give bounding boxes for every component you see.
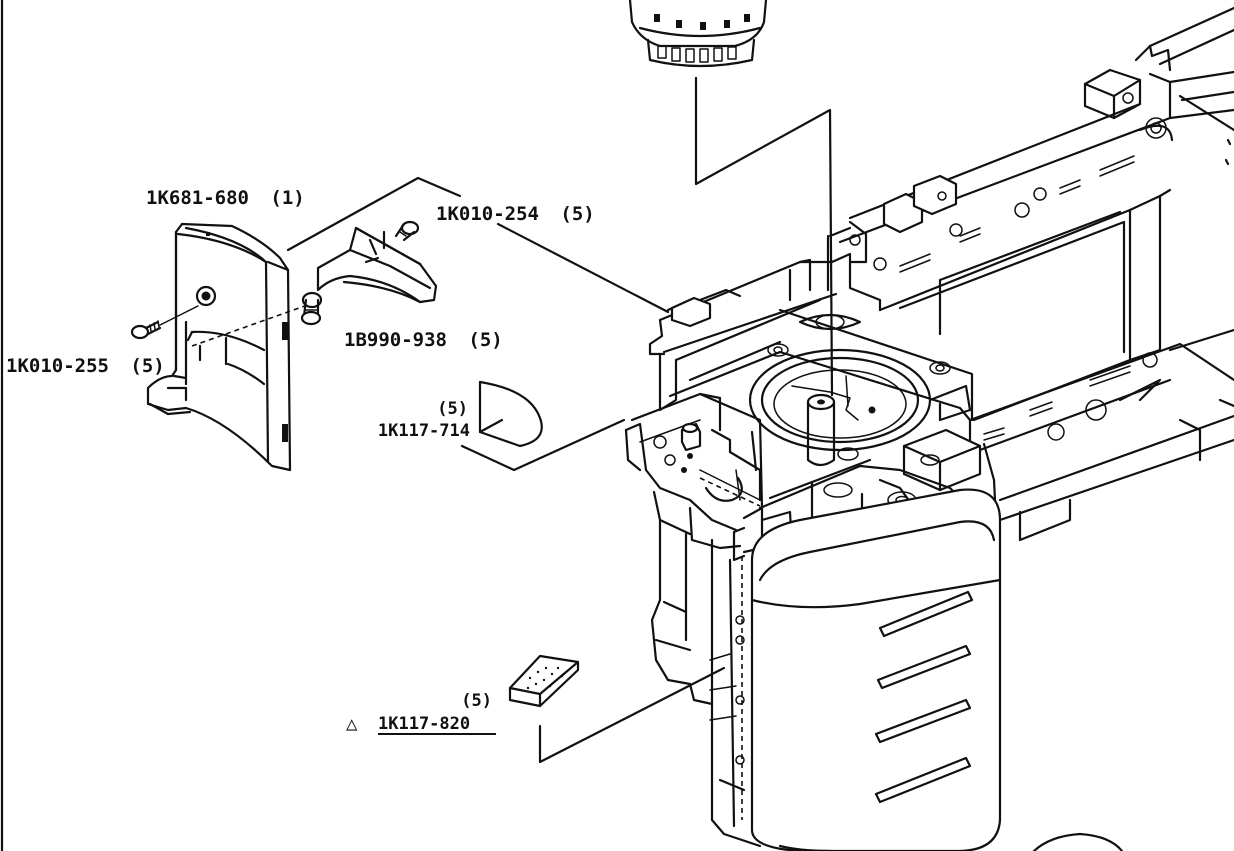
part-number-1K010-254: 1K010-254	[436, 203, 539, 225]
assembly-dashed-line	[191, 301, 317, 347]
part-qty-1K010-255: (5)	[130, 355, 164, 377]
bracket-cover-part	[146, 222, 292, 472]
part-label-1K010-255: 1K010-255 (5)	[6, 355, 165, 377]
part-label-1B990-938: 1B990-938 (5)	[344, 329, 503, 351]
small-bracket-part	[316, 220, 438, 304]
gear-teeth	[657, 45, 737, 63]
pad-texture	[526, 666, 564, 690]
screw-left-part	[130, 305, 199, 340]
part-qty-1K117-820: (5)	[461, 691, 492, 711]
part-label-1K010-254: 1K010-254 (5)	[436, 203, 595, 225]
part-number-1K681-680: 1K681-680	[146, 187, 249, 209]
part-number-1K010-255: 1K010-255	[6, 355, 109, 377]
front-grip-cover	[750, 488, 1002, 851]
part-qty-1K117-714: (5)	[437, 399, 468, 419]
body-left-side	[650, 518, 762, 848]
leader-1K010-254-b	[496, 222, 670, 314]
camera-body-frame	[838, 6, 1234, 542]
bottom-circle-part	[1032, 832, 1124, 851]
mirror-box-assembly	[624, 220, 998, 562]
part-number-1K117-714: 1K117-714	[378, 421, 470, 441]
leader-1K117-820	[538, 666, 726, 764]
part-number-1K117-820: 1K117-820	[378, 714, 470, 734]
triangle-mark-icon: △	[346, 713, 358, 735]
sheet-part	[478, 380, 543, 448]
gear-dial-part	[628, 0, 768, 68]
part-number-1B990-938: 1B990-938	[344, 329, 447, 351]
part-qty-1K010-254: (5)	[560, 203, 594, 225]
part-qty-1B990-938: (5)	[468, 329, 502, 351]
gear-leader-line	[694, 76, 834, 397]
leader-1K117-714	[460, 418, 626, 472]
leader-1K010-254	[286, 176, 462, 252]
part-qty-1K681-680: (1)	[270, 187, 304, 209]
part-label-1K681-680: 1K681-680 (1)	[146, 187, 305, 209]
pad-part	[508, 654, 580, 708]
stud-part	[300, 291, 323, 326]
